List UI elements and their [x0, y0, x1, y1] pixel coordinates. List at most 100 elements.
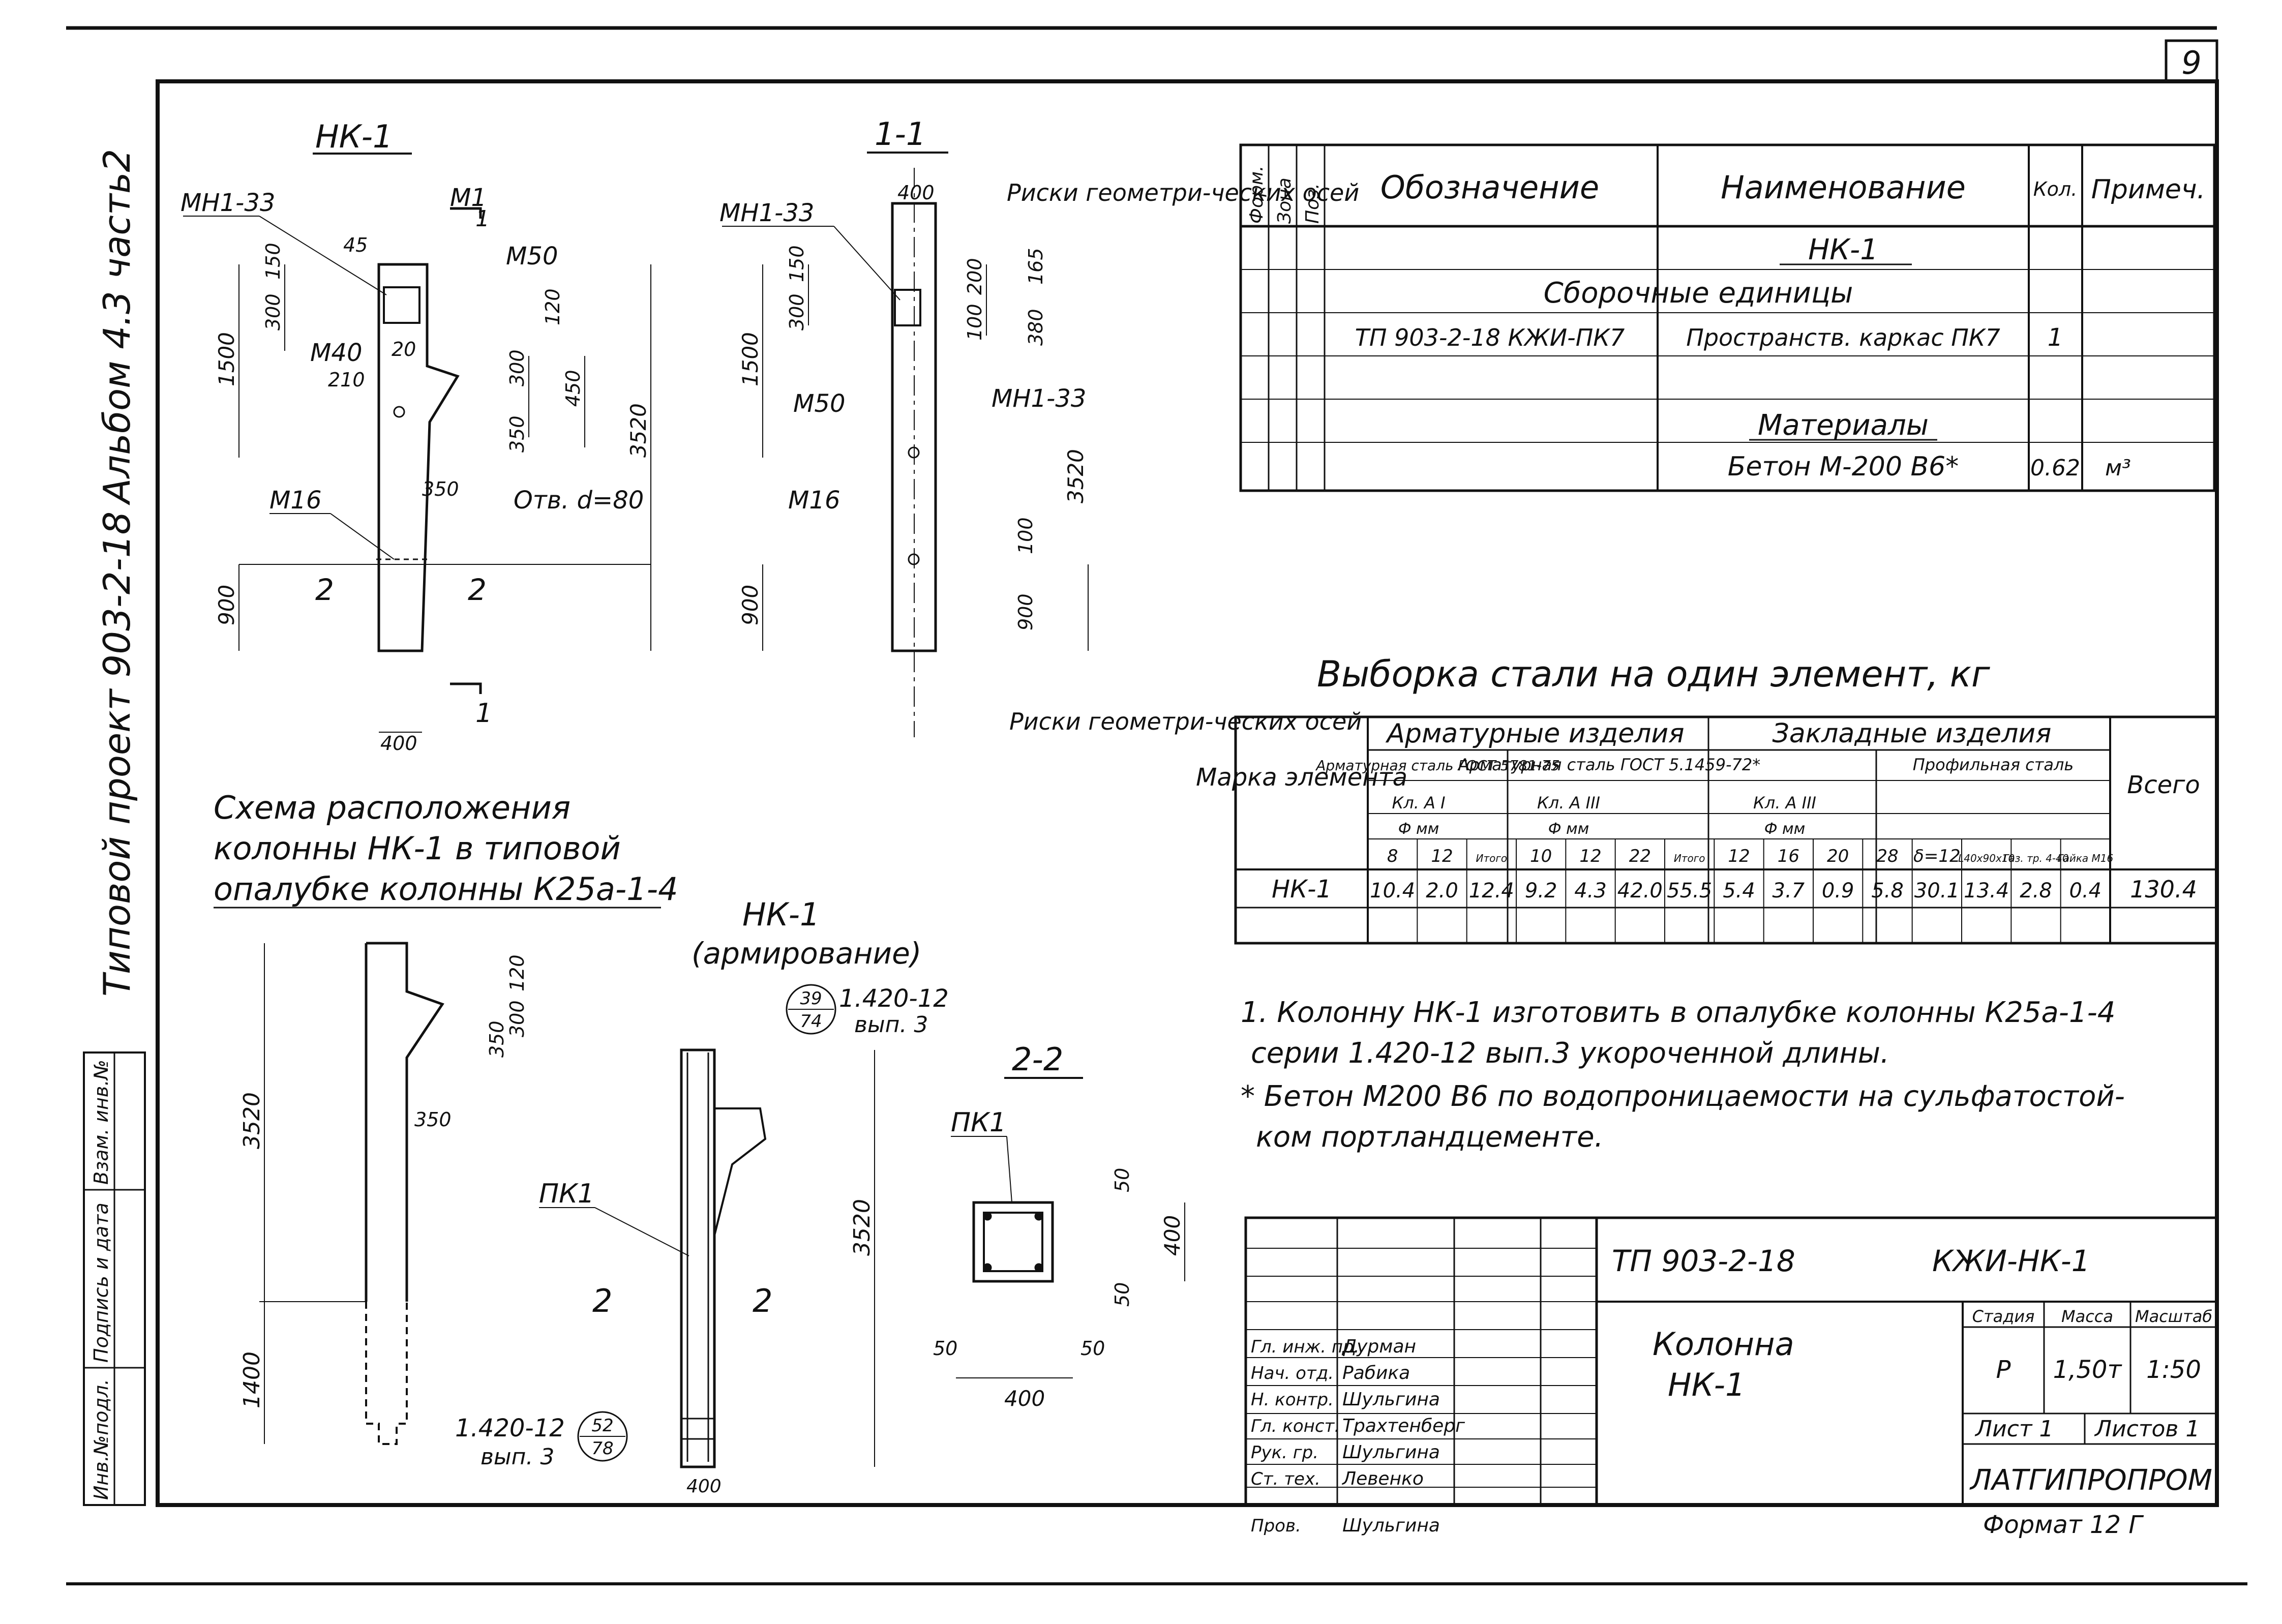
sheet-number: 9 [2181, 44, 2201, 81]
sec11-dim-400: 400 [897, 182, 935, 204]
sheet-number-box [2165, 39, 2218, 83]
reinf-dim-3520: 3520 [849, 1199, 875, 1256]
tb-format: Формат 12 Г [1983, 1511, 2144, 1539]
reinf-circle-top-1: 39 [800, 988, 822, 1009]
reinf-circle-top-2: 74 [800, 1011, 822, 1032]
steel-col-header: 16 [1778, 846, 1799, 866]
sec11-label-m50: М50 [793, 389, 846, 418]
spec-row-nk1: НК-1 [1808, 233, 1878, 266]
nk1-dim-150: 150 [262, 243, 284, 280]
steel-marka-header: Марка элемента [1196, 763, 1407, 792]
nk1-dim-1500: 1500 [214, 332, 239, 386]
spec-header-poz: Поз. [1302, 183, 1323, 224]
sec22-dim-50-bottom: 50 [1111, 1282, 1133, 1307]
reinf-circle-bottom-2: 78 [591, 1438, 613, 1459]
steel-phi-3: Ф мм [1764, 820, 1806, 838]
view-nk1: НК-1 МН1-33 М1 М50 М40 М16 Отв. d=80 1 2… [181, 118, 651, 755]
steel-table-title: Выборка стали на один элемент, кг [1317, 653, 1991, 695]
steel-col-header: 10 [1530, 846, 1552, 866]
tb-name-2: НК-1 [1668, 1366, 1745, 1403]
note-line-2: серии 1.420-12 вып.3 укороченной длины. [1251, 1037, 1889, 1070]
steel-group-embedded: Закладные изделия [1773, 718, 2052, 749]
reinf-title: НК-1 [742, 896, 820, 933]
steel-col-header: 20 [1827, 846, 1849, 866]
steel-columns: 810.4122.0Итого12.4109.2124.32242.0Итого… [1370, 839, 2113, 943]
scheme-dim-350: 350 [486, 1020, 508, 1058]
nk1-label-m16: М16 [269, 486, 322, 515]
nk1-column-outline [377, 263, 460, 652]
nk1-dim-900: 900 [214, 585, 239, 625]
tb-massa-header: Масса [2061, 1307, 2113, 1326]
tb-list: Лист 1 [1974, 1416, 2053, 1442]
steel-col-header: Итого [1476, 852, 1508, 864]
notes: 1. Колонну НК-1 изготовить в опалубке ко… [1241, 996, 2125, 1154]
steel-cell: 55.5 [1667, 879, 1712, 903]
spec-row-frame-qty: 1 [2048, 323, 2063, 352]
steel-cell: 9.2 [1525, 879, 1557, 903]
tb-massa: 1,50т [2053, 1356, 2123, 1384]
sec11-dim-165: 165 [1025, 248, 1047, 285]
tb-masshtab: 1:50 [2146, 1356, 2201, 1384]
reinf-subtitle: (армирование) [692, 936, 921, 971]
note-line-3: * Бетон М200 В6 по водопроницаемости на … [1241, 1080, 2125, 1113]
nk1-label-m40: М40 [310, 339, 363, 367]
scheme-title-3: опалубке колонны К25а-1-4 [214, 870, 678, 908]
steel-cell: 4.3 [1574, 879, 1607, 903]
sec11-risks-top: Риски геометри-ческих осей [1007, 179, 1359, 206]
steel-phi-1: Ф мм [1398, 820, 1439, 838]
tb-doc: КЖИ-НК-1 [1932, 1244, 2090, 1278]
sec11-label-mn133b: МН1-33 [992, 384, 1086, 413]
steel-phi-2: Ф мм [1548, 820, 1589, 838]
steel-col-header: 12 [1728, 846, 1750, 866]
steel-cell: 5.8 [1871, 879, 1904, 903]
steel-cell: 30.1 [1914, 879, 1960, 903]
sec11-dim-100b: 100 [1014, 517, 1037, 554]
nk1-section-mark-left: 2 [315, 573, 334, 607]
sec11-label-mn133: МН1-33 [719, 199, 814, 227]
tb-person-role: Гл. конст. [1251, 1416, 1340, 1436]
steel-sub-profile: Профильная сталь [1913, 755, 2074, 774]
nk1-dim-300b: 300 [506, 349, 528, 386]
spec-row-concrete: Бетон М-200 В6* [1728, 452, 1959, 482]
spec-header-format: Форм. [1246, 166, 1267, 224]
sec11-dim-100: 100 [964, 304, 986, 341]
view-reinforcement: НК-1 (армирование) 3520 400 39 74 1.420-… [455, 896, 949, 1497]
spec-row-assembly: Сборочные единицы [1544, 277, 1853, 310]
tb-name-1: Колонна [1653, 1326, 1794, 1363]
view-scheme: Схема расположения колонны НК-1 в типово… [214, 789, 678, 1445]
reinf-circle-bottom-1: 52 [591, 1416, 613, 1436]
tb-person-role: Пров. [1251, 1516, 1301, 1536]
tb-person-name: Рабика [1342, 1363, 1410, 1384]
steel-cell: 12.4 [1469, 879, 1514, 903]
tb-listov: Листов 1 [2094, 1416, 2200, 1442]
steel-cell: 42.0 [1617, 879, 1663, 903]
nk1-dim-300: 300 [262, 293, 284, 330]
tb-masshtab-header: Масштаб [2135, 1307, 2212, 1326]
tb-person-name: Дурман [1341, 1336, 1416, 1357]
steel-row-total: 130.4 [2130, 876, 2197, 903]
album-caption: Альбом 4.3 часть2 [96, 149, 138, 505]
sec22-dim-50-left: 50 [933, 1337, 957, 1360]
tb-person-name: Трахтенберг [1342, 1416, 1465, 1436]
steel-col-header: 12 [1431, 846, 1453, 866]
steel-col-header: 22 [1629, 846, 1651, 866]
nk1-embedded-plate [383, 286, 421, 324]
steel-row-marka: НК-1 [1272, 875, 1332, 904]
scheme-dim-350b: 350 [414, 1108, 452, 1131]
reinf-section-right: 2 [753, 1282, 772, 1319]
tb-person-name: Шульгина [1342, 1442, 1440, 1463]
nk1-dim-450: 450 [562, 370, 584, 407]
reinf-label-pk1: ПК1 [539, 1179, 594, 1209]
spec-row-concrete-unit: м³ [2105, 455, 2131, 481]
tb-person-name: Шульгина [1342, 1389, 1440, 1410]
reinf-ref-top-sub: вып. 3 [854, 1012, 928, 1038]
stamp-inv: Инв.№подл. [90, 1379, 112, 1500]
scheme-title-1: Схема расположения [214, 789, 570, 826]
reinf-ref-bottom-sub: вып. 3 [481, 1444, 554, 1470]
sec22-label-pk1: ПК1 [951, 1107, 1006, 1138]
steel-cell: 0.4 [2069, 879, 2102, 903]
steel-col-header: δ=12 [1913, 846, 1961, 866]
